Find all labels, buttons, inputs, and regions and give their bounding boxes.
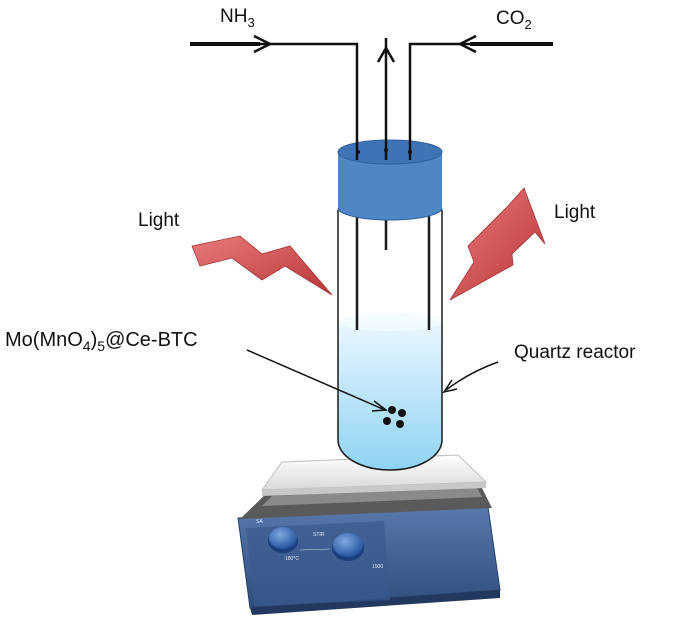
catalyst-particles	[383, 406, 406, 428]
light-label-right: Light	[554, 202, 596, 223]
light-label-left: Light	[138, 210, 180, 231]
catalyst-label: Mo(MnO4)5@Ce-BTC	[5, 329, 198, 354]
hotplate-stirrer: SA STIR 180°C 1500	[237, 454, 501, 615]
light-bolt-right-icon	[449, 187, 546, 301]
left-knob	[268, 527, 298, 553]
quartz-reactor	[337, 200, 443, 471]
light-bolt-left-icon	[191, 235, 333, 296]
pointer-lines	[246, 349, 499, 412]
co2-label: CO2	[496, 8, 532, 32]
svg-text:SA: SA	[256, 519, 263, 525]
svg-text:1500: 1500	[372, 564, 383, 570]
quartz-reactor-label: Quartz reactor	[514, 342, 636, 363]
svg-text:STIR: STIR	[313, 532, 325, 538]
gas-lines	[190, 34, 553, 160]
svg-text:180°C: 180°C	[285, 556, 299, 562]
reactor-cap	[337, 139, 443, 221]
nh3-label: NH3	[220, 6, 255, 30]
right-knob	[332, 533, 364, 561]
